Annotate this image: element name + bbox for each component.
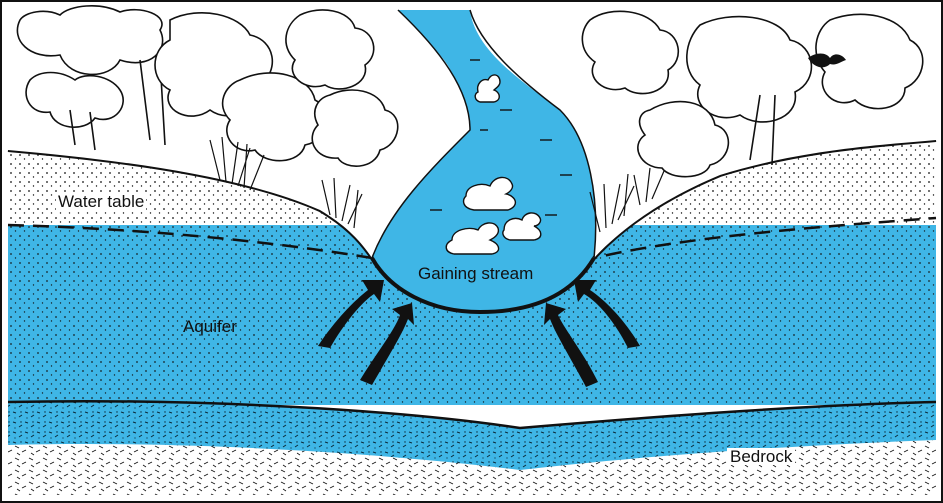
aquifer-label: Aquifer [183,318,237,335]
water-table-label: Water table [56,193,146,210]
gaining-stream-label: Gaining stream [418,265,533,282]
bedrock-label: Bedrock [727,448,795,465]
